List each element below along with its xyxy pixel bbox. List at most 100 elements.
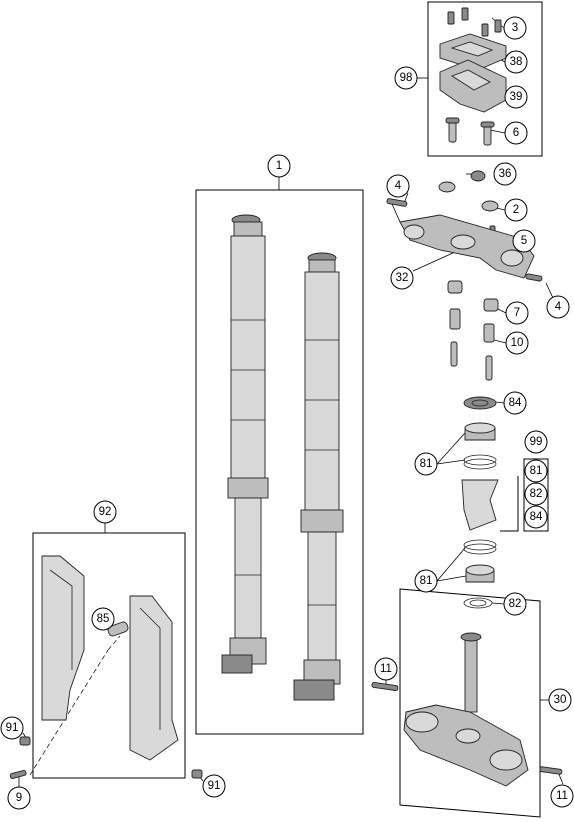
callout-84-kit: 84 bbox=[524, 505, 548, 529]
bushing-7a bbox=[447, 280, 463, 294]
callout-label: 11 bbox=[380, 663, 392, 675]
callout-7: 7 bbox=[505, 301, 529, 325]
fork-seal-left bbox=[227, 477, 269, 499]
callout-81-upper: 81 bbox=[414, 452, 438, 476]
callout-4-bottom: 4 bbox=[546, 295, 570, 319]
steering-bearing-stack bbox=[461, 396, 499, 609]
callout-82-kit: 82 bbox=[524, 482, 548, 506]
group-box-30 bbox=[399, 588, 541, 818]
callout-6: 6 bbox=[504, 121, 528, 145]
callout-label: 84 bbox=[530, 511, 543, 523]
callout-label: 30 bbox=[554, 694, 567, 706]
steering-stem bbox=[464, 639, 478, 713]
bolt-6b bbox=[483, 124, 492, 146]
callout-label: 4 bbox=[395, 180, 402, 192]
bushing-low-a bbox=[449, 308, 461, 330]
screw-3b bbox=[447, 11, 455, 25]
seal-84 bbox=[463, 396, 497, 410]
callout-81-lower: 81 bbox=[414, 569, 438, 593]
fork-tube-right-upper bbox=[304, 271, 340, 513]
callout-label: 5 bbox=[521, 235, 527, 247]
callout-label: 92 bbox=[99, 506, 112, 518]
callout-5: 5 bbox=[512, 229, 536, 253]
kit-99-list-box bbox=[523, 458, 549, 532]
bracket-99 bbox=[500, 476, 519, 532]
callout-label: 11 bbox=[556, 790, 568, 802]
group-box-1 bbox=[195, 189, 364, 735]
fork-tube-left-upper bbox=[230, 235, 266, 483]
bolt-11a bbox=[371, 682, 399, 691]
fork-seal-right bbox=[300, 509, 344, 533]
callout-84-top: 84 bbox=[503, 391, 527, 415]
upper-triple-clamp bbox=[386, 170, 543, 381]
callout-85: 85 bbox=[91, 607, 115, 631]
clip-85 bbox=[107, 621, 129, 637]
fork-guard-right bbox=[129, 595, 179, 761]
callout-label: 2 bbox=[513, 204, 519, 216]
screw-91-left bbox=[19, 736, 31, 746]
callout-label: 1 bbox=[276, 160, 282, 172]
callout-label: 39 bbox=[510, 91, 523, 103]
callout-99: 99 bbox=[524, 430, 548, 454]
lower-triple-clamp bbox=[371, 632, 563, 787]
callout-32: 32 bbox=[390, 266, 414, 290]
bushing-low-b bbox=[483, 323, 495, 343]
bolt-4b bbox=[525, 273, 543, 282]
callout-38: 38 bbox=[504, 50, 528, 74]
nut-36 bbox=[470, 170, 486, 182]
callout-91-right: 91 bbox=[202, 774, 226, 798]
fork-slider-left bbox=[234, 497, 262, 639]
callout-label: 10 bbox=[511, 337, 524, 349]
fork-leg-left bbox=[221, 214, 269, 674]
callout-label: 98 bbox=[400, 72, 413, 84]
callout-label: 6 bbox=[513, 127, 519, 139]
callout-11-left: 11 bbox=[374, 657, 398, 681]
callout-98: 98 bbox=[394, 66, 418, 90]
callout-label: 85 bbox=[97, 613, 110, 625]
callout-30: 30 bbox=[548, 688, 572, 712]
screw-3d bbox=[481, 23, 489, 37]
spacer-2 bbox=[481, 200, 499, 212]
group-box-98 bbox=[427, 1, 543, 157]
handlebar-clamp-assembly bbox=[439, 7, 507, 146]
callout-39: 39 bbox=[504, 85, 528, 109]
callout-91-left: 91 bbox=[0, 716, 24, 740]
callout-1: 1 bbox=[267, 154, 291, 178]
bolt-4a bbox=[386, 198, 408, 207]
callout-label: 3 bbox=[512, 22, 518, 34]
callout-label: 4 bbox=[555, 301, 562, 313]
group-box-92 bbox=[32, 532, 186, 779]
callout-92: 92 bbox=[93, 500, 117, 524]
bushing-upper bbox=[438, 181, 456, 193]
callout-label: 91 bbox=[208, 780, 221, 792]
fork-guard-left bbox=[41, 555, 85, 721]
race-81-lower bbox=[463, 539, 497, 551]
callout-label: 91 bbox=[6, 722, 19, 734]
axle-clamp-right bbox=[293, 679, 335, 701]
callout-label: 9 bbox=[16, 792, 22, 804]
callout-label: 84 bbox=[509, 397, 522, 409]
callout-82-lower: 82 bbox=[503, 592, 527, 616]
callout-label: 82 bbox=[530, 488, 543, 500]
fork-leg-right bbox=[293, 252, 344, 701]
screw-3a bbox=[461, 7, 469, 21]
callout-label: 81 bbox=[420, 458, 433, 470]
screw-3c bbox=[494, 19, 502, 33]
callout-3: 3 bbox=[503, 16, 527, 40]
callout-2: 2 bbox=[504, 198, 528, 222]
callout-label: 81 bbox=[420, 575, 433, 587]
frame-head-tube bbox=[461, 479, 499, 531]
callout-label: 82 bbox=[509, 598, 522, 610]
callout-label: 36 bbox=[499, 168, 512, 180]
bolt-10b bbox=[485, 355, 493, 381]
callout-81-kit: 81 bbox=[524, 459, 548, 483]
callout-36: 36 bbox=[493, 162, 517, 186]
bushing-7b bbox=[483, 298, 499, 312]
callout-4-top: 4 bbox=[386, 174, 410, 198]
bolt-10a bbox=[450, 341, 458, 367]
fork-guard-group bbox=[9, 555, 203, 779]
bolt-11b bbox=[539, 766, 563, 775]
callout-10: 10 bbox=[505, 331, 529, 355]
